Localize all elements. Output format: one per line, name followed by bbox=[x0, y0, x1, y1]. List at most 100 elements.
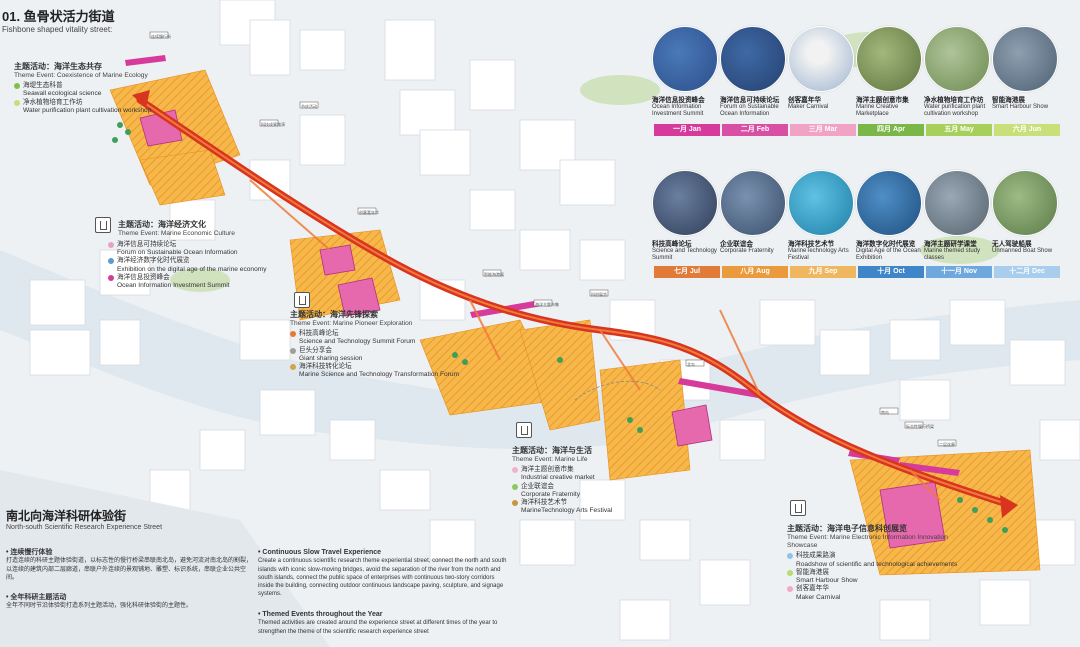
zone-title: 主题活动：海洋经济文化 bbox=[118, 220, 206, 229]
note-body: Themed activities are created around the… bbox=[258, 620, 498, 635]
legend-dot bbox=[512, 500, 518, 507]
zone-subtitle: Theme Event: Coexistence of Marine Ecolo… bbox=[14, 72, 148, 79]
route-arrow-north bbox=[132, 90, 150, 108]
legend-dot bbox=[108, 258, 114, 265]
month-label: 三月 Mar bbox=[790, 124, 856, 136]
note-title: • Continuous Slow Travel Experience bbox=[258, 549, 382, 556]
street-title: 南北向海洋科研体验街 bbox=[6, 509, 127, 523]
legend-dot bbox=[787, 553, 793, 560]
note-title: • 全年科研主题活动 bbox=[6, 594, 67, 601]
month-label: 十一月 Nov bbox=[926, 266, 992, 278]
event-photo bbox=[992, 170, 1058, 236]
event-photo bbox=[856, 170, 922, 236]
event-title-en: Corporate Fraternity bbox=[720, 248, 774, 254]
page-subtitle: Fishbone shaped vitality street: bbox=[2, 24, 113, 34]
map-label: 连续慢行街 bbox=[151, 34, 171, 39]
map-label: 二层连廊 bbox=[939, 442, 955, 447]
map-label: 节庆活动 bbox=[301, 104, 317, 109]
event-item: 海洋主题创意市集 Marine Creative Marketplace bbox=[856, 26, 922, 118]
zone-subtitle: Theme Event: Marine Life bbox=[512, 456, 588, 463]
event-title-en: Smart Harbour Show bbox=[992, 104, 1049, 110]
event-photo bbox=[992, 26, 1058, 92]
event-title-cn: 海洋信息投资峰会 bbox=[652, 97, 705, 104]
month-label: 七月 Jul bbox=[654, 266, 720, 278]
lower-ground bbox=[0, 470, 330, 647]
street-heading: 南北向海洋科研体验街 North-south Scientific Resear… bbox=[6, 509, 162, 532]
map-label: 科创展览 bbox=[591, 292, 607, 297]
buildings bbox=[29, 0, 1080, 641]
slow-travel-route-highlight bbox=[139, 99, 1011, 506]
zone-marine-life: 主题活动：海洋与生活 Theme Event: Marine Life 海洋主题… bbox=[512, 446, 642, 516]
zone-pioneer-exploration: 主题活动：海洋先锋探索 Theme Event: Marine Pioneer … bbox=[290, 310, 460, 380]
zone-electronic-showcase: 主题活动：海洋电子信息科创展览 Theme Event: Marine Elec… bbox=[787, 524, 967, 602]
event-title-en: Water purification plant cultivation wor… bbox=[924, 104, 986, 117]
legend-dot bbox=[290, 364, 296, 371]
zone-ecology: 主题活动：海洋生态共存 Theme Event: Coexistence of … bbox=[14, 62, 154, 115]
event-item: 创客嘉年华 Maker Carnival bbox=[788, 26, 854, 111]
legend-dot bbox=[787, 586, 793, 593]
event-title-cn: 海洋科技艺术节 bbox=[788, 241, 835, 248]
event-item: 智能海港展 Smart Harbour Show bbox=[992, 26, 1058, 111]
header: 01. 鱼骨状活力街道 Fishbone shaped vitality str… bbox=[2, 9, 115, 34]
zone-title: 主题活动：海洋与生活 bbox=[512, 446, 592, 455]
month-label: 一月 Jan bbox=[654, 124, 720, 136]
event-title-cn: 海洋主题创意市集 bbox=[856, 97, 909, 104]
event-title-cn: 企业联谊会 bbox=[720, 241, 753, 248]
note-body: Create a continuous scientific research … bbox=[258, 558, 507, 597]
event-item: 海洋科技艺术节 MarineTechnology Arts Festival bbox=[788, 170, 854, 262]
theme-sign-icon bbox=[790, 500, 806, 516]
note-body: 全年不同时节沿体验街打造系列主题活动，强化科研体验街的主题性。 bbox=[6, 603, 193, 610]
event-photo bbox=[720, 170, 786, 236]
note-title: • 连续慢行体验 bbox=[6, 549, 53, 556]
map-label: 智能海港展 bbox=[484, 272, 504, 277]
event-title-en: Unmanned Boat Show bbox=[992, 248, 1053, 254]
zone-subtitle: Theme Event: Marine Pioneer Exploration bbox=[290, 320, 413, 327]
event-photo bbox=[720, 26, 786, 92]
event-item: 海洋数字化时代展览 Digital Age of the Ocean Exhib… bbox=[856, 170, 922, 262]
event-title-en: Marine Creative Marketplace bbox=[856, 104, 899, 117]
theme-sign-icon bbox=[95, 217, 111, 233]
month-label: 六月 Jun bbox=[994, 124, 1060, 136]
theme-sign-icon bbox=[294, 292, 310, 308]
legend-dot bbox=[787, 569, 793, 576]
event-title-en: Marine themed study classes bbox=[924, 248, 981, 261]
map-label: 科技成果路演 bbox=[261, 122, 285, 127]
legend-dot bbox=[290, 331, 296, 338]
zone-title: 主题活动：海洋电子信息科创展览 bbox=[787, 524, 907, 533]
note-body: 打造连续的科研主题体验街道，以标志性的慢行桥梁串联南北岛，避免河流对南北岛的割裂… bbox=[6, 558, 253, 581]
month-label: 十二月 Dec bbox=[994, 266, 1060, 278]
zone-title: 主题活动：海洋先锋探索 bbox=[290, 310, 378, 319]
theme-sign-icon bbox=[516, 422, 532, 438]
event-item: 无人驾驶船展 Unmanned Boat Show bbox=[992, 170, 1058, 255]
note-title: • Themed Events throughout the Year bbox=[258, 611, 383, 618]
event-title-cn: 海洋数字化时代展览 bbox=[856, 241, 916, 248]
event-title-en: Maker Carnival bbox=[788, 104, 829, 110]
event-photo bbox=[652, 26, 718, 92]
event-title-cn: 海洋信息可持续论坛 bbox=[720, 97, 780, 104]
note-themed-en: • Themed Events throughout the Year Them… bbox=[258, 610, 508, 636]
map-markers bbox=[149, 31, 957, 447]
event-title-en: Ocean Information Investment Summit bbox=[652, 104, 704, 117]
zone-economic-culture: 主题活动：海洋经济文化 Theme Event: Marine Economic… bbox=[118, 220, 293, 240]
zone-subtitle: Theme Event: Marine Electronic Informati… bbox=[787, 534, 948, 550]
month-label: 八月 Aug bbox=[722, 266, 788, 278]
page-title: 01. 鱼骨状活力街道 bbox=[2, 9, 115, 24]
month-label: 五月 May bbox=[926, 124, 992, 136]
event-item: 企业联谊会 Corporate Fraternity bbox=[720, 170, 786, 255]
legend-dot bbox=[512, 467, 518, 474]
zone-subtitle: Theme Event: Marine Economic Culture bbox=[118, 230, 235, 237]
legend-dot bbox=[14, 99, 20, 106]
event-photo bbox=[856, 26, 922, 92]
event-title-cn: 科技高峰论坛 bbox=[652, 241, 692, 248]
